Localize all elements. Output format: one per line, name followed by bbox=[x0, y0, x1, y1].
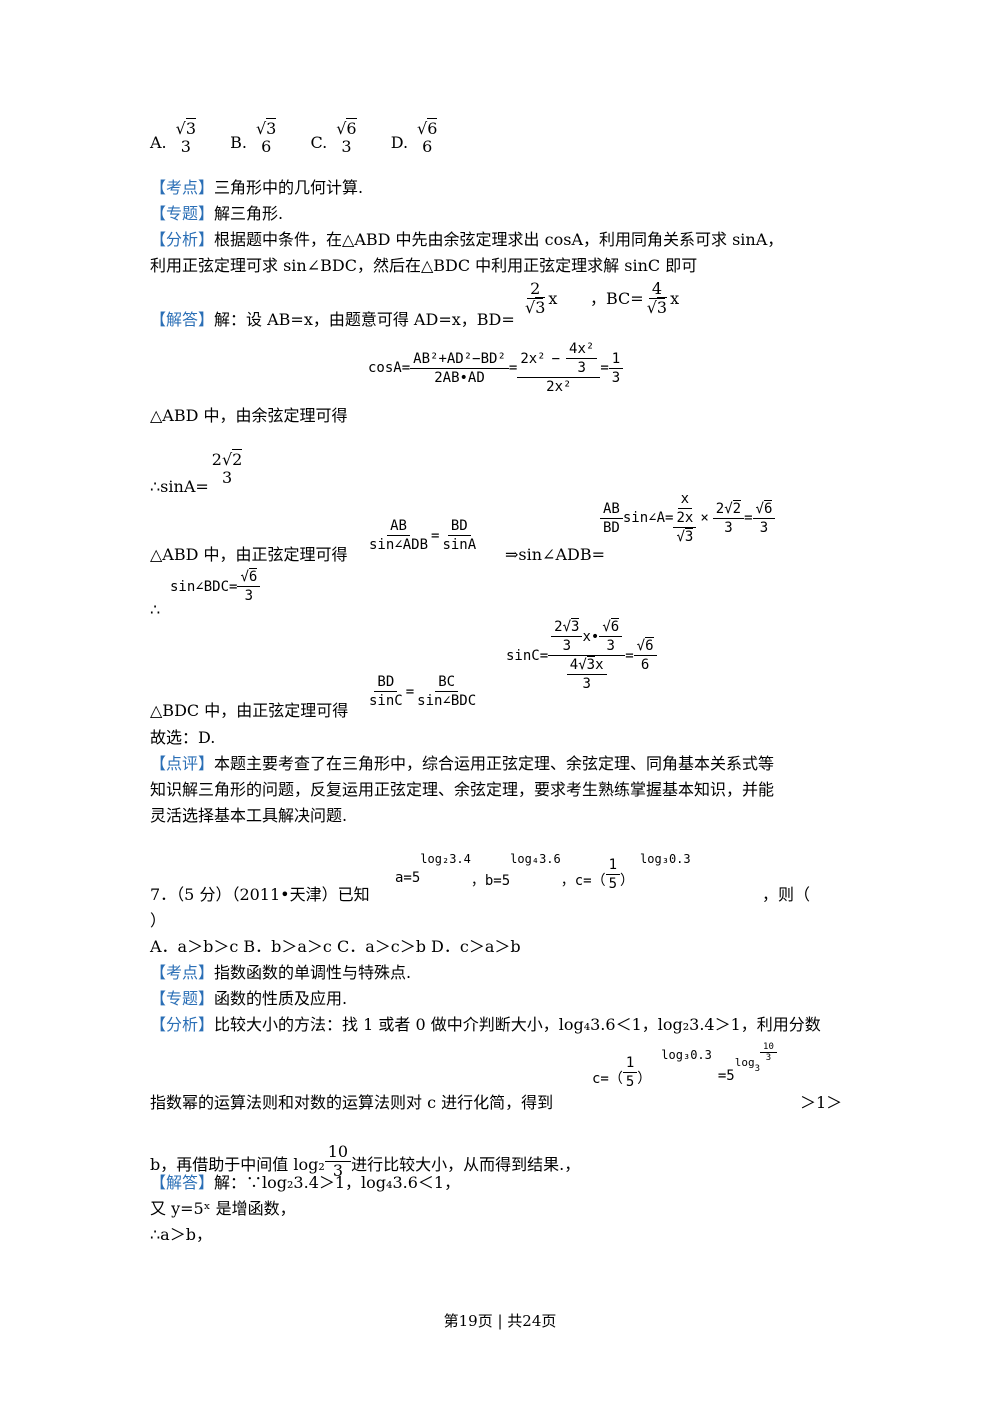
option-d: D. 6 6 bbox=[391, 118, 441, 156]
q6-abd-sin-text: △ABD 中，由正弦定理可得 bbox=[150, 545, 348, 564]
option-a: A. 3 3 bbox=[150, 118, 199, 156]
q6-dianping-line3: 灵活选择基本工具解决问题. bbox=[150, 806, 348, 825]
option-c: C. 6 3 bbox=[310, 118, 359, 156]
q6-kaodian: 【考点】三角形中的几何计算. bbox=[150, 178, 364, 197]
q6-dianping: 【点评】本题主要考查了在三角形中，综合运用正弦定理、余弦定理、同角基本关系式等 bbox=[150, 754, 775, 773]
q7-jieda-line2: 又 y=5ˣ 是增函数， bbox=[150, 1199, 296, 1218]
arrow-text: ⇒sin∠ADB= bbox=[505, 545, 605, 564]
q6-options: A. 3 3 B. 3 6 C. 6 3 D. 6 6 bbox=[150, 118, 441, 156]
q6-bdc-sin-text: △BDC 中，由正弦定理可得 bbox=[150, 701, 349, 720]
sinBDC-formula: sin∠BDC= 6 3 bbox=[170, 568, 261, 605]
sinC-formula: sinC= 23 3 x• 6 3 43x 3 = 6 6 bbox=[506, 618, 657, 693]
q6-jieda: 【解答】解：设 AB=x，由题意可得 AD=x，BD= bbox=[150, 310, 515, 329]
option-b: B. 3 6 bbox=[230, 118, 279, 156]
q7-stem: 7．（5 分）（2011•天津）已知 bbox=[150, 885, 370, 904]
sinA-formula: ∴sinA= 22 3 bbox=[150, 438, 245, 500]
q7-stem-close: ） bbox=[150, 911, 167, 930]
page-footer: 第19页 | 共24页 bbox=[443, 1312, 557, 1330]
bc-fraction: ，BC= 4 3 x bbox=[590, 280, 679, 317]
q7-zhuanti: 【专题】函数的性质及应用. bbox=[150, 989, 348, 1008]
q7-expressions: a=5 log₂3.4 ，b=5 log₄3.6 ，c=（ 1 5 ） log₃… bbox=[395, 852, 691, 892]
q7-fenxi: 【分析】比较大小的方法：找 1 或者 0 做中介判断大小，log₄3.6＜1，l… bbox=[150, 1015, 821, 1034]
q7-c-simplified: c=（ 1 5 ） log₃0.3 =5 log 3 10 3 bbox=[592, 1042, 777, 1091]
sinADB-formula: AB BD sin∠A= x 2x 3 × 22 3 = 6 3 bbox=[600, 490, 776, 546]
therefore-symbol: ∴ bbox=[150, 600, 161, 619]
q6-zhuanti: 【专题】解三角形. bbox=[150, 204, 284, 223]
q6-dianping-line2: 知识解三角形的问题，反复运用正弦定理、余弦定理，要求考生熟练掌握基本知识，并能 bbox=[150, 780, 775, 799]
abd-sine-rule: AB sin∠ADB = BD sinA bbox=[369, 518, 477, 553]
q6-answer: 故选：D. bbox=[150, 728, 216, 747]
q6-fenxi: 【分析】根据题中条件，在△ABD 中先由余弦定理求出 cosA，利用同角关系可求… bbox=[150, 230, 784, 249]
q7-gt-one: ＞1＞ bbox=[800, 1093, 843, 1112]
q7-kaodian: 【考点】指数函数的单调性与特殊点. bbox=[150, 963, 412, 982]
q7-options: A．a＞b＞c B．b＞a＞c C．a＞c＞b D．c＞a＞b bbox=[150, 937, 521, 956]
q6-abd-cos-text: △ABD 中，由余弦定理可得 bbox=[150, 406, 348, 425]
q7-jieda: 【解答】解：∵log₂3.4＞1，log₄3.6＜1， bbox=[150, 1173, 461, 1192]
q6-fenxi-line2: 利用正弦定理可求 sin∠BDC，然后在△BDC 中利用正弦定理求解 sinC … bbox=[150, 256, 698, 275]
bdc-sine-rule: BD sinC = BC sin∠BDC bbox=[369, 674, 477, 709]
q7-stem-tail: ，则（ bbox=[762, 885, 811, 904]
bd-fraction: 2 3 x bbox=[522, 280, 557, 317]
q7-fenxi-line3: b，再借助于中间值 log₂ 10 3 进行比较大小，从而得到结果.， bbox=[150, 1142, 581, 1180]
q7-fenxi-line2: 指数幂的运算法则和对数的运算法则对 c 进行化简，得到 bbox=[150, 1093, 554, 1112]
q7-jieda-line3: ∴a＞b， bbox=[150, 1225, 212, 1244]
cosA-formula: cosA= AB²+AD²−BD² 2AB•AD = 2x² − 4x² 3 2… bbox=[368, 340, 624, 396]
